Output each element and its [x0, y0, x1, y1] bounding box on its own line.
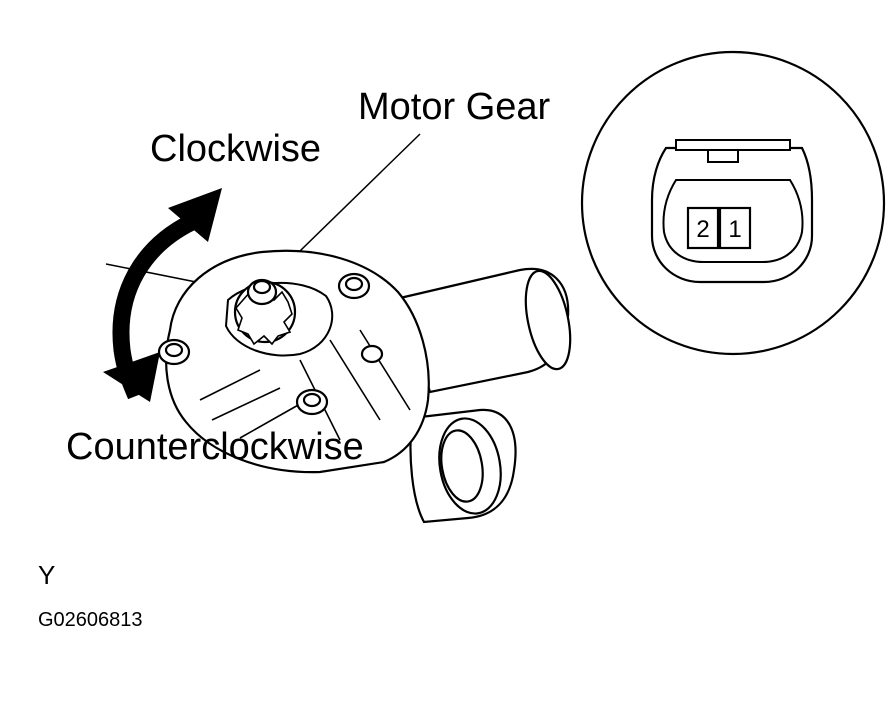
motor-gear-label: Motor Gear	[358, 86, 551, 128]
connector-detail: 2 1	[580, 50, 886, 356]
window-motor	[157, 249, 572, 524]
pin-1-label: 1	[728, 216, 741, 243]
connector-pin-2	[686, 206, 720, 250]
clockwise-label: Clockwise	[150, 128, 322, 170]
figure-code: G02606813	[38, 609, 143, 631]
rotation-arrow-icon	[103, 188, 222, 402]
counterclockwise-label: Counterclockwise	[66, 426, 364, 468]
housing-bolts	[157, 272, 384, 416]
view-label: Y	[38, 560, 56, 590]
pin-2-label: 2	[696, 216, 709, 243]
motor-gear-icon	[233, 278, 297, 346]
connector-pin-1	[718, 206, 752, 250]
